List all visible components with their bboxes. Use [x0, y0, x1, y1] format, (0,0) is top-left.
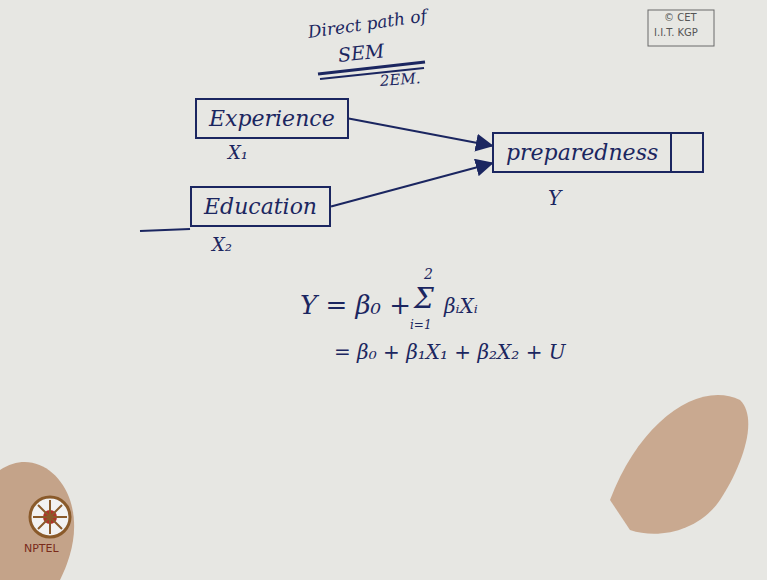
logo-text: NPTEL	[24, 542, 59, 555]
stray-stroke	[140, 229, 190, 231]
variable-name: X₁	[228, 142, 248, 163]
nptel-logo	[30, 497, 70, 537]
box-label: Experience	[209, 106, 335, 131]
equation: = β₀ + β₁X₁ + β₂X₂ + U	[334, 340, 566, 364]
stamp-box	[648, 10, 714, 46]
box-divider	[670, 134, 672, 171]
variable-box: preparedness	[492, 132, 704, 173]
box-label: preparedness	[506, 140, 658, 165]
equation-limit: i=1	[410, 318, 432, 332]
variable-name: X₂	[212, 234, 232, 255]
box-label: Education	[204, 194, 317, 219]
equation: Y = β₀ +	[300, 290, 411, 320]
handwritten-note: 2EM.	[379, 69, 421, 90]
handwritten-note: Direct path of	[307, 5, 428, 41]
equation-limit: 2	[424, 266, 433, 282]
handwritten-note: SEM	[337, 39, 385, 66]
stamp-text: I.I.T. KGP	[654, 27, 698, 38]
variable-box: Experience	[195, 98, 349, 139]
stamp-text: © CET	[664, 12, 697, 23]
arrow-connector	[349, 119, 492, 146]
hand	[0, 462, 74, 580]
variable-name: Y	[548, 186, 561, 210]
equation: βᵢXᵢ	[444, 294, 478, 318]
arrow-connector	[331, 163, 492, 206]
hand	[610, 395, 748, 534]
equation-symbol: Σ	[414, 282, 434, 315]
variable-box: Education	[190, 186, 331, 227]
